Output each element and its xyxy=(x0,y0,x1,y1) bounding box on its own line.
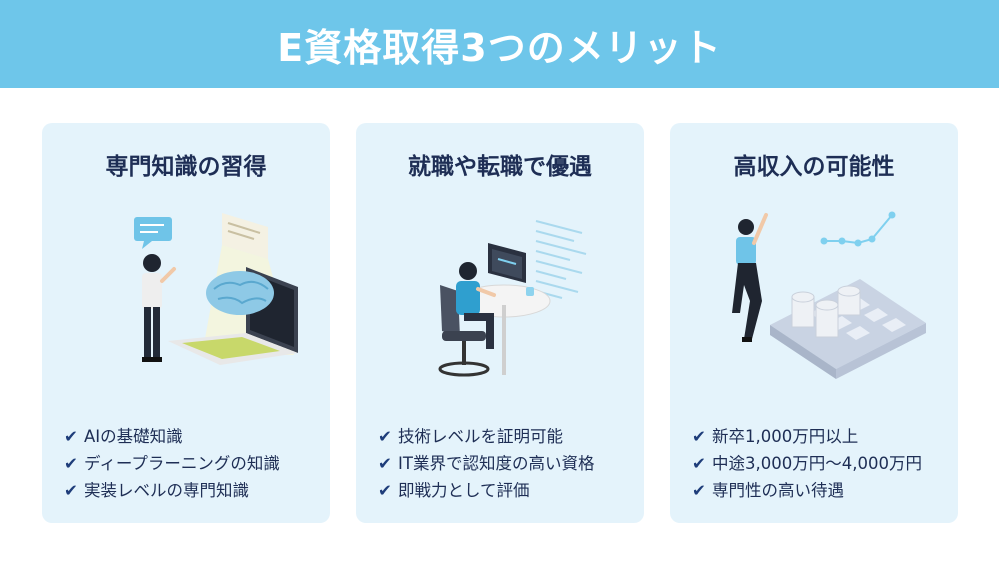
check-icon: ✔ xyxy=(64,454,78,473)
list-item: ✔専門性の高い待遇 xyxy=(692,477,922,504)
check-icon: ✔ xyxy=(378,481,392,500)
list-item: ✔技術レベルを証明可能 xyxy=(378,423,594,450)
check-icon: ✔ xyxy=(378,427,392,446)
check-icon: ✔ xyxy=(692,427,706,446)
title-banner: E資格取得3つのメリット xyxy=(0,0,999,88)
merit-list: ✔新卒1,000万円以上 ✔中途3,000万円〜4,000万円 ✔専門性の高い待… xyxy=(692,423,922,504)
list-item: ✔IT業界で認知度の高い資格 xyxy=(378,450,594,477)
check-icon: ✔ xyxy=(378,454,392,473)
check-icon: ✔ xyxy=(692,454,706,473)
list-item: ✔即戦力として評価 xyxy=(378,477,594,504)
list-item: ✔AIの基礎知識 xyxy=(64,423,280,450)
merit-card-3: 高収入の可能性 xyxy=(670,123,958,523)
check-icon: ✔ xyxy=(692,481,706,500)
list-item: ✔ディープラーニングの知識 xyxy=(64,450,280,477)
card-title: 高収入の可能性 xyxy=(733,154,895,180)
check-icon: ✔ xyxy=(64,481,78,500)
merit-card-2: 就職や転職で優遇 ✔技術レベルを xyxy=(356,123,644,523)
list-item: ✔新卒1,000万円以上 xyxy=(692,423,922,450)
list-item: ✔中途3,000万円〜4,000万円 xyxy=(692,450,922,477)
person-at-desk-illustration xyxy=(438,220,587,377)
woman-on-calculator-illustration xyxy=(732,211,926,379)
card-title: 就職や転職で優遇 xyxy=(408,154,592,180)
page-title: E資格取得3つのメリット xyxy=(277,25,722,70)
list-item: ✔実装レベルの専門知識 xyxy=(64,477,280,504)
merit-card-1: 専門知識の習得 ✔AIの基礎知識 ✔ディープラーニングの知識 ✔実装レベルの専 xyxy=(42,123,330,523)
check-icon: ✔ xyxy=(64,427,78,446)
merit-list: ✔技術レベルを証明可能 ✔IT業界で認知度の高い資格 ✔即戦力として評価 xyxy=(378,423,594,504)
merit-list: ✔AIの基礎知識 ✔ディープラーニングの知識 ✔実装レベルの専門知識 xyxy=(64,423,280,504)
person-with-laptop-illustration xyxy=(134,213,298,365)
card-title: 専門知識の習得 xyxy=(105,154,267,180)
